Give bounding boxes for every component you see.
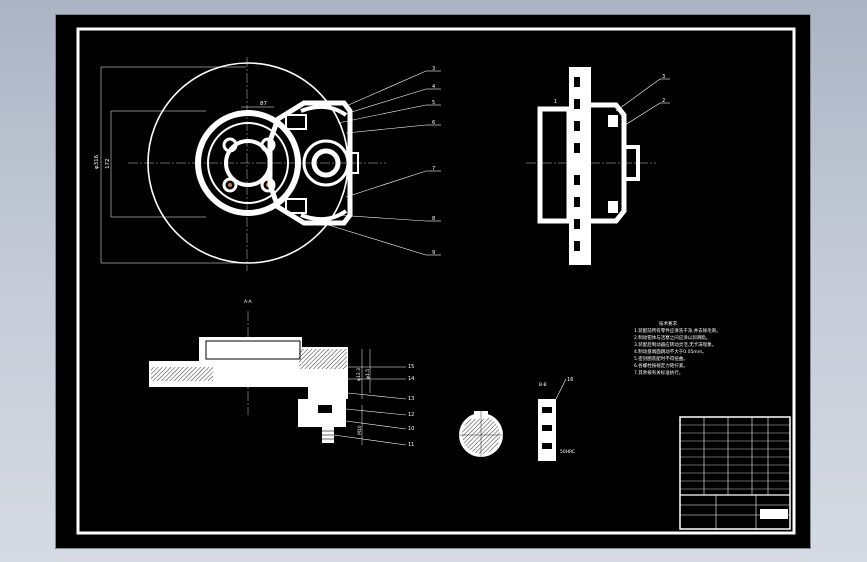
leader-3: 3 (432, 66, 435, 72)
dim-c: M10 (357, 425, 363, 435)
detail-pin: B-B 16 50HRC (538, 377, 575, 461)
section-leader-14: 14 (408, 376, 414, 382)
pin-note: 50HRC (560, 449, 575, 455)
section-b-label: B-B (539, 382, 547, 388)
notes-title: 技术要求 (659, 320, 677, 327)
side-leader-3: 3 (662, 74, 665, 80)
front-view: φ316 172 87 (94, 57, 441, 271)
side-view: 1 2 3 (526, 67, 670, 265)
leader-4: 4 (432, 84, 435, 90)
side-leader-1: 1 (554, 99, 557, 105)
note-line: 1.装配前所有零件应清洗干净,并去除毛刺。 (634, 327, 721, 334)
pin-leader: 16 (567, 377, 573, 383)
cad-drawing: φ316 172 87 (76, 27, 796, 535)
dim-b: φ1.5 (365, 369, 371, 379)
section-a-label: A-A (244, 299, 253, 305)
dim-a: φ12.3 (356, 368, 362, 381)
drawing-sheet: φ316 172 87 (55, 14, 811, 549)
section-leader-15: 15 (408, 364, 414, 370)
note-line: 3.装配后制动器应转动灵活,无卡滞现象。 (634, 341, 716, 348)
dim-inner: 172 (105, 159, 111, 170)
note-line: 7.其余按有关标准执行。 (634, 369, 683, 376)
leader-7: 7 (432, 166, 435, 172)
side-leader-2: 2 (662, 98, 665, 104)
note-line: 2.制动钳体与活塞之间应涂以润滑脂。 (634, 334, 710, 341)
leader-5: 5 (432, 100, 435, 106)
leader-9: 9 (432, 250, 435, 256)
section-leader-10: 10 (408, 426, 414, 432)
detail-b (455, 407, 507, 463)
technical-notes: 技术要求 1.装配前所有零件应清洗干净,并去除毛刺。 2.制动钳体与活塞之间应涂… (634, 320, 721, 376)
title-block (679, 416, 791, 530)
dim-diameter: φ316 (94, 154, 100, 169)
note-line: 5.密封圈装配时不得扭曲。 (634, 355, 688, 362)
drawing-frame (76, 27, 796, 535)
section-leader-13: 13 (408, 396, 414, 402)
section-view: A-A φ12.3 φ1.5 M10 15 14 13 12 10 11 (149, 299, 414, 448)
note-line: 4.制动盘端面跳动不大于0.05mm。 (634, 348, 707, 355)
leader-6: 6 (432, 120, 435, 126)
section-leader-12: 12 (408, 412, 414, 418)
section-leader-11: 11 (408, 442, 414, 448)
note-line: 6.各螺栓按规定力矩拧紧。 (634, 362, 688, 369)
dim-offset: 87 (260, 101, 267, 107)
leader-8: 8 (432, 216, 435, 222)
